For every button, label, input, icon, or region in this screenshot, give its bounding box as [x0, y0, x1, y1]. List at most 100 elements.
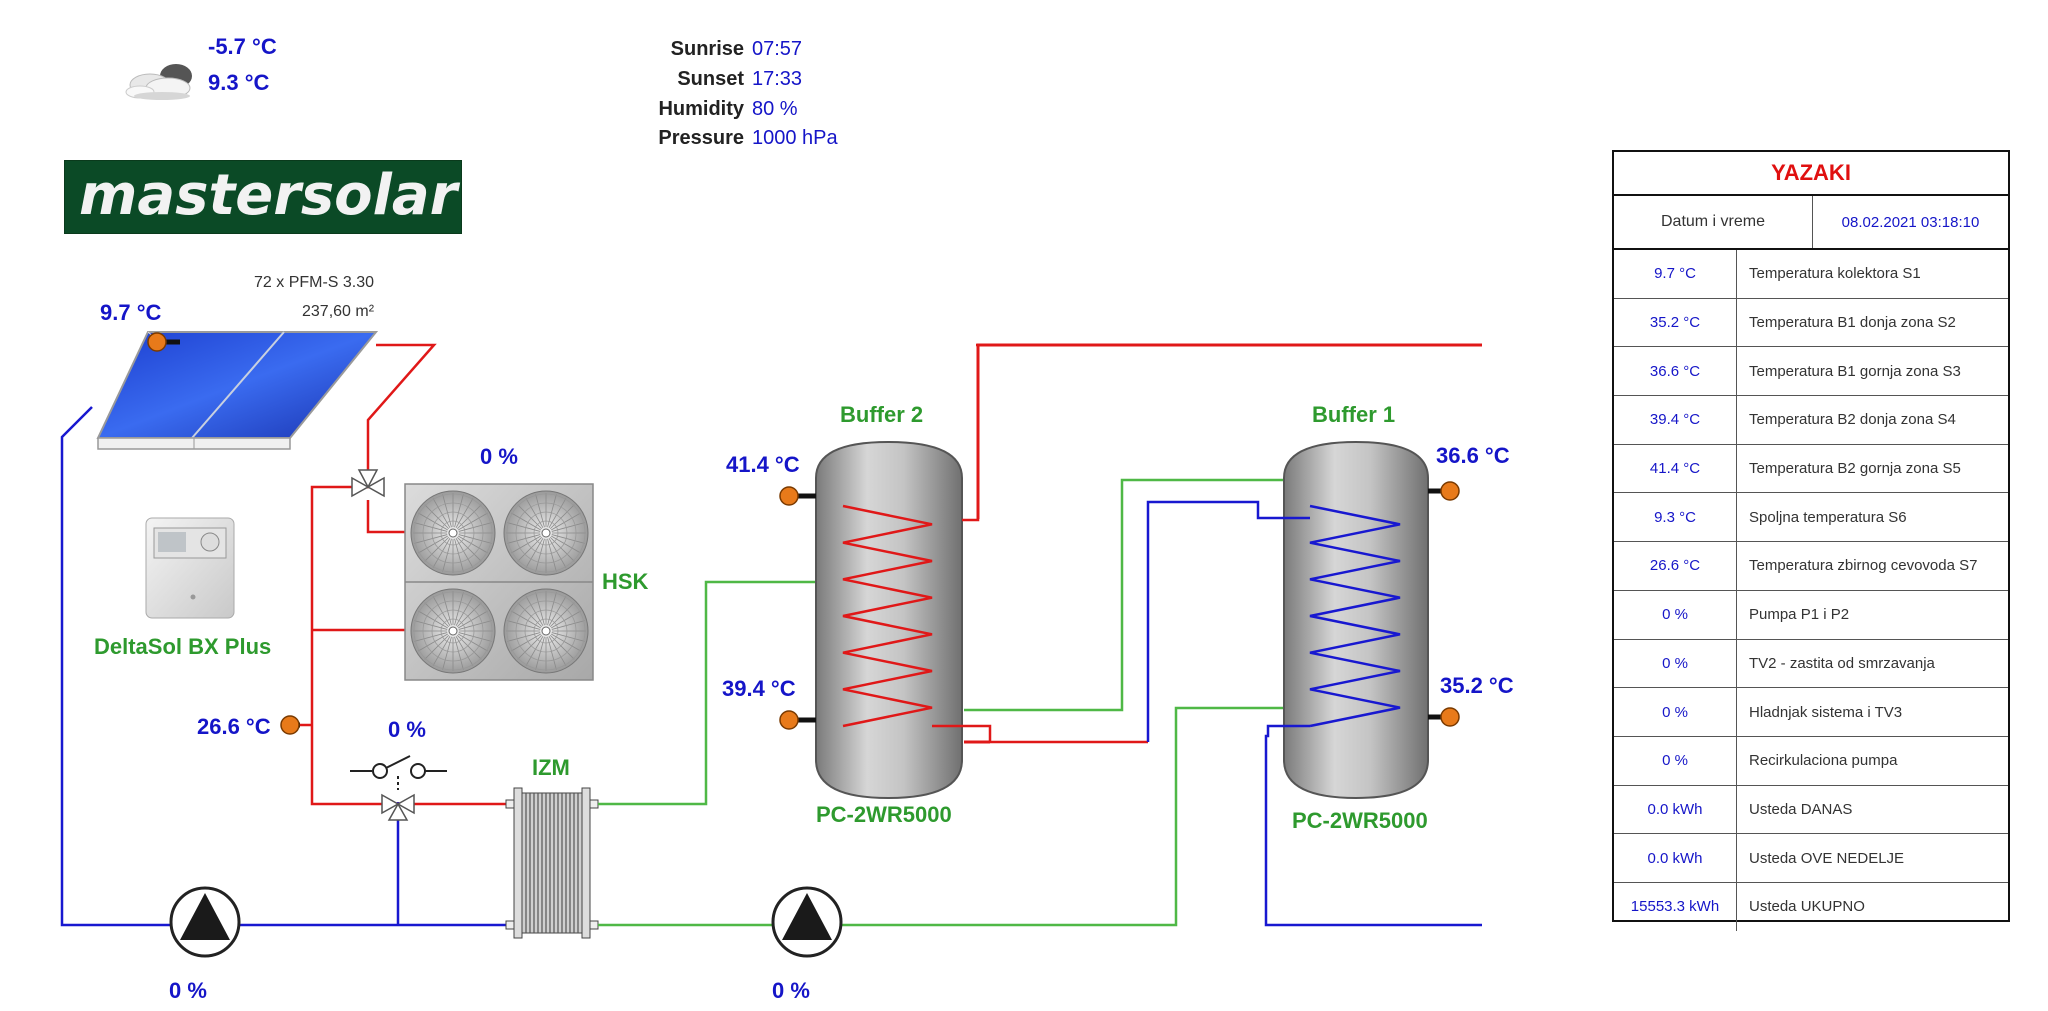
- buffer-1-tank: [1283, 440, 1429, 800]
- buffer-2-coil-return: [932, 724, 1148, 744]
- collector-area: 237,60 m²: [302, 303, 375, 320]
- row-value: 0.0 kWh: [1614, 834, 1737, 882]
- table-row: 9.3 °C Spoljna temperatura S6: [1614, 493, 2008, 543]
- row-value: 0 %: [1614, 590, 1737, 639]
- row-value: 0 %: [1614, 639, 1737, 688]
- table-row: 0.0 kWh Usteda OVE NEDELJE: [1614, 834, 2008, 883]
- pump-2: [771, 886, 843, 958]
- panel-title: YAZAKI: [1614, 152, 2008, 196]
- row-label: Spoljna temperatura S6: [1749, 508, 1907, 526]
- buffer-2-tank: [815, 343, 980, 800]
- row-value: 39.4 °C: [1614, 396, 1737, 444]
- buffer-1-title: Buffer 1: [1312, 402, 1396, 427]
- valve-level: 0 %: [388, 717, 426, 742]
- sunrise-value: 07:57: [752, 38, 803, 60]
- datetime-value: 08.02.2021 03:18:10: [1841, 213, 1980, 231]
- pump-2-level: 0 %: [772, 978, 810, 1003]
- humidity-value: 80 %: [752, 98, 798, 120]
- row-value: 9.3 °C: [1614, 493, 1737, 542]
- pump-1-level: 0 %: [169, 978, 207, 1003]
- row-label: Usteda OVE NEDELJE: [1749, 849, 1905, 867]
- row-value: 26.6 °C: [1614, 542, 1737, 590]
- table-row: 39.4 °C Temperatura B2 donja zona S4: [1614, 396, 2008, 445]
- secondary-loop-pipe: [598, 478, 1284, 927]
- row-label: Hladnjak sistema i TV3: [1749, 703, 1903, 721]
- row-label: Temperatura B1 donja zona S2: [1749, 314, 1956, 332]
- table-row: 0 % Hladnjak sistema i TV3: [1614, 688, 2008, 737]
- table-row: 15553.3 kWh Usteda UKUPNO: [1614, 882, 2008, 931]
- row-value: 0.0 kWh: [1614, 785, 1737, 834]
- buffer-1-model: PC-2WR5000: [1292, 808, 1428, 833]
- switch-symbol: [350, 755, 447, 790]
- table-row: 35.2 °C Temperatura B1 donja zona S2: [1614, 298, 2008, 348]
- collector-temp: 9.7 °C: [100, 300, 162, 325]
- row-label: Temperatura B2 donja zona S4: [1749, 411, 1956, 429]
- datetime-row: Datum i vreme 08.02.2021 03:18:10: [1614, 196, 2008, 250]
- buffer-2-title: Buffer 2: [840, 402, 924, 427]
- sunset-label: Sunset: [677, 68, 744, 90]
- table-row: 0 % Recirkulaciona pumpa: [1614, 736, 2008, 786]
- row-value: 41.4 °C: [1614, 444, 1737, 493]
- row-label: Temperatura kolektora S1: [1749, 265, 1921, 283]
- row-value: 36.6 °C: [1614, 347, 1737, 396]
- table-row: 26.6 °C Temperatura zbirnog cevovoda S7: [1614, 542, 2008, 591]
- row-label: Temperatura zbirnog cevovoda S7: [1749, 557, 1978, 575]
- buffer-2-temp-bottom: 39.4 °C: [722, 676, 796, 701]
- buffer-1-temp-bottom: 35.2 °C: [1440, 673, 1514, 698]
- table-row: 9.7 °C Temperatura kolektora S1: [1614, 250, 2008, 299]
- sunrise-label: Sunrise: [670, 38, 744, 60]
- row-label: Temperatura B1 gornja zona S3: [1749, 362, 1961, 380]
- row-label: Recirkulaciona pumpa: [1749, 752, 1898, 770]
- collector-model: 72 x PFM-S 3.30: [254, 274, 375, 291]
- pump-1: [169, 886, 241, 958]
- hsk-level: 0 %: [480, 444, 518, 469]
- solar-collector: [96, 331, 379, 450]
- table-row: 0.0 kWh Usteda DANAS: [1614, 785, 2008, 835]
- row-label: Temperatura B2 gornja zona S5: [1749, 460, 1961, 478]
- row-value: 0 %: [1614, 688, 1737, 736]
- table-row: 36.6 °C Temperatura B1 gornja zona S3: [1614, 347, 2008, 397]
- mastersolar-logo[interactable]: mastersolar: [64, 160, 462, 234]
- buffer-2-hot-outlet: [964, 343, 1482, 744]
- row-value: 35.2 °C: [1614, 298, 1737, 347]
- mixing-valve: [381, 793, 415, 821]
- row-label: Usteda DANAS: [1749, 800, 1853, 818]
- manifold-sensor: [280, 715, 300, 735]
- datetime-label: Datum i vreme: [1614, 196, 1813, 248]
- outdoor-temp-max: 9.3 °C: [208, 70, 270, 95]
- pressure-label: Pressure: [658, 127, 744, 149]
- row-label: Usteda UKUPNO: [1749, 898, 1865, 916]
- table-row: 41.4 °C Temperatura B2 gornja zona S5: [1614, 444, 2008, 494]
- table-row: 0 % Pumpa P1 i P2: [1614, 590, 2008, 640]
- plate-heat-exchanger: [505, 787, 599, 939]
- izm-label: IZM: [532, 755, 570, 780]
- pressure-value: 1000 hPa: [752, 127, 838, 149]
- row-value: 0 %: [1614, 736, 1737, 785]
- table-row: 0 % TV2 - zastita od smrzavanja: [1614, 639, 2008, 689]
- sunset-value: 17:33: [752, 68, 803, 90]
- cold-return-pipe: [60, 406, 512, 927]
- cloud-icon: [125, 64, 192, 100]
- row-label: TV2 - zastita od smrzavanja: [1749, 654, 1935, 672]
- row-value: 15553.3 kWh: [1614, 882, 1737, 931]
- row-label: Pumpa P1 i P2: [1749, 606, 1850, 624]
- three-way-valve-top: [351, 469, 385, 498]
- buffer-1-cold-pipes: [1146, 500, 1482, 927]
- buffer-1-sensors: [1428, 481, 1460, 727]
- row-value: 9.7 °C: [1614, 250, 1737, 298]
- hsk-label: HSK: [602, 569, 649, 594]
- status-panel: YAZAKI Datum i vreme 08.02.2021 03:18:10…: [1612, 150, 2010, 931]
- buffer-1-temp-top: 36.6 °C: [1436, 443, 1510, 468]
- buffer-2-sensors: [779, 486, 816, 730]
- buffer-2-model: PC-2WR5000: [816, 802, 952, 827]
- buffer-2-temp-top: 41.4 °C: [726, 452, 800, 477]
- collector-sensor: [147, 332, 180, 352]
- hsk-dry-cooler: [404, 483, 594, 681]
- controller-device: [145, 517, 235, 619]
- humidity-label: Humidity: [658, 98, 744, 120]
- manifold-temp: 26.6 °C: [197, 714, 271, 739]
- outdoor-temp-min: -5.7 °C: [208, 34, 277, 59]
- controller-label: DeltaSol BX Plus: [94, 634, 272, 659]
- logo-text: mastersolar: [79, 163, 458, 228]
